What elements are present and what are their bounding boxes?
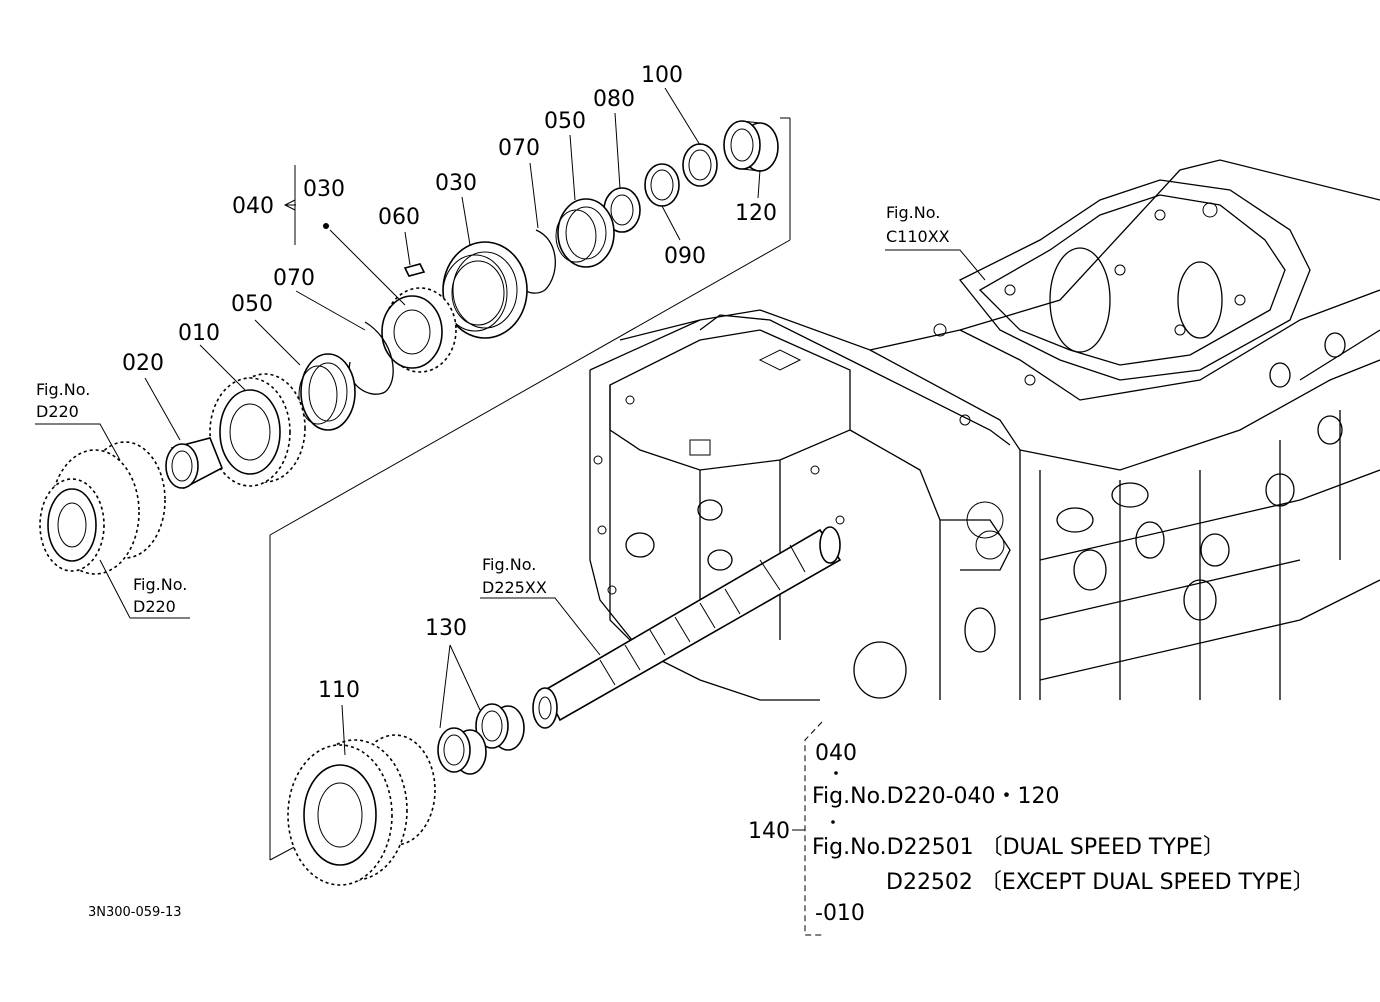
part-010-gear <box>209 373 306 487</box>
leader-lines <box>35 87 986 756</box>
drawing-code: 3N300-059-13 <box>88 905 182 920</box>
callout-060: 060 <box>378 205 420 230</box>
part-130-bearing-a <box>475 703 525 751</box>
part-030-sleeve <box>442 241 528 339</box>
callout-030-hub: 030 <box>303 177 345 202</box>
part-d220-cluster-gear <box>39 441 166 575</box>
note-line-3: Fig.No.D22501 〔DUAL SPEED TYPE〕 <box>812 835 1225 860</box>
dot-marker <box>323 223 329 229</box>
callout-100: 100 <box>641 63 683 88</box>
part-050-ring-lower <box>298 353 356 431</box>
part-d225-shaft <box>532 526 842 729</box>
figure-references: Fig.No. D220 Fig.No. D220 Fig.No. C110XX… <box>36 203 950 616</box>
callout-110: 110 <box>318 678 360 703</box>
callout-020: 020 <box>122 351 164 376</box>
callout-050-upper: 050 <box>544 109 586 134</box>
assembly-note: 140 040 Fig.No.D220-040・120 Fig.No.D2250… <box>748 721 1315 936</box>
callout-070-upper: 070 <box>498 136 540 161</box>
callout-090: 090 <box>664 244 706 269</box>
figref-c110-number: C110XX <box>886 227 950 246</box>
note-line-5: -010 <box>815 901 865 926</box>
callout-070-lower: 070 <box>273 266 315 291</box>
note-line-1: 040 <box>815 741 857 766</box>
callout-120: 120 <box>735 201 777 226</box>
callout-040: 040 <box>232 194 274 219</box>
figref-d220-bottom-label: Fig.No. <box>133 575 187 594</box>
transmission-case <box>589 159 1380 701</box>
part-100-washer <box>682 143 718 187</box>
part-050-ring-upper <box>555 198 615 268</box>
figref-d225-number: D225XX <box>482 578 547 597</box>
figref-d220-bottom-number: D220 <box>133 597 176 616</box>
part-130-bearing-b <box>437 727 487 775</box>
part-030-hub <box>381 287 457 373</box>
figref-d220-top-number: D220 <box>36 402 79 421</box>
callout-140: 140 <box>748 819 790 844</box>
callout-010: 010 <box>178 321 220 346</box>
part-120-needle-bearing <box>723 120 779 172</box>
note-line-2: Fig.No.D220-040・120 <box>812 784 1060 809</box>
callout-130: 130 <box>425 616 467 641</box>
figref-d220-top-label: Fig.No. <box>36 380 90 399</box>
callouts: 040 030 060 030 070 050 080 100 120 090 … <box>122 63 777 703</box>
part-060-key <box>403 263 426 277</box>
figref-c110-label: Fig.No. <box>886 203 940 222</box>
note-line-4: D22502 〔EXCEPT DUAL SPEED TYPE〕 <box>886 870 1315 895</box>
figref-d225-label: Fig.No. <box>482 555 536 574</box>
callout-050-lower: 050 <box>231 292 273 317</box>
part-110-gear <box>287 734 436 886</box>
part-090-washer <box>644 163 680 207</box>
part-020-collar <box>165 437 224 490</box>
callout-030-sleeve: 030 <box>435 171 477 196</box>
callout-080: 080 <box>593 87 635 112</box>
